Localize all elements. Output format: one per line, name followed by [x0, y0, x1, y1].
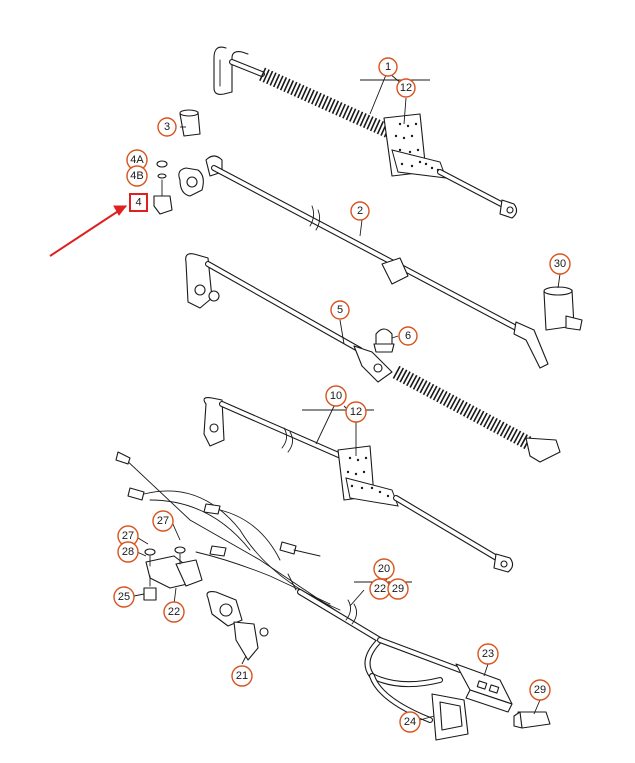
cap-part-3[interactable]: [179, 109, 201, 137]
svg-text:28: 28: [122, 546, 134, 558]
svg-text:27: 27: [122, 530, 134, 542]
svg-text:12: 12: [350, 406, 362, 418]
callout-29[interactable]: 29: [387, 578, 409, 600]
canister-part-30[interactable]: [543, 286, 583, 331]
svg-text:6: 6: [405, 330, 411, 342]
callout-24[interactable]: 24: [399, 711, 421, 733]
socket-part-24[interactable]: [431, 693, 469, 741]
svg-text:27: 27: [157, 515, 169, 527]
cable-part-1[interactable]: [213, 46, 518, 219]
wiring-harness-part-20[interactable]: [115, 451, 463, 723]
callout-30[interactable]: 30: [549, 253, 571, 275]
callout-22[interactable]: 22: [369, 578, 391, 600]
callout-6[interactable]: 6: [398, 326, 418, 346]
callout-4B[interactable]: 4B: [126, 165, 148, 187]
callout-1[interactable]: 1: [378, 57, 398, 77]
callout-22[interactable]: 22: [163, 601, 185, 623]
screw-set-part-4[interactable]: [153, 160, 173, 215]
svg-text:4B: 4B: [130, 170, 143, 182]
callout-28[interactable]: 28: [117, 541, 139, 563]
svg-text:29: 29: [534, 684, 546, 696]
svg-text:22: 22: [374, 583, 386, 595]
fuse-part-29[interactable]: [513, 711, 551, 729]
callout-25[interactable]: 25: [113, 586, 135, 608]
svg-text:10: 10: [330, 390, 342, 402]
callouts: 1 12 3 4A 4B 4 2 30 5 6 10 12 27 27 28 2…: [113, 57, 571, 733]
red-arrow: [49, 205, 127, 257]
callout-3[interactable]: 3: [157, 117, 177, 137]
svg-text:20: 20: [378, 563, 390, 575]
connector-part-23[interactable]: [455, 663, 513, 713]
callout-27[interactable]: 27: [152, 510, 174, 532]
svg-text:3: 3: [164, 121, 170, 133]
cable-part-2[interactable]: [178, 155, 549, 369]
svg-text:12: 12: [400, 82, 412, 94]
callout-4[interactable]: 4: [135, 197, 141, 209]
svg-text:25: 25: [118, 591, 130, 603]
callout-21[interactable]: 21: [231, 665, 253, 687]
bracket-part-22[interactable]: [143, 546, 203, 601]
svg-text:2: 2: [357, 205, 363, 217]
callout-12[interactable]: 12: [345, 401, 367, 423]
highlight-box: [129, 193, 148, 212]
callout-29[interactable]: 29: [529, 679, 551, 701]
callout-20[interactable]: 20: [373, 558, 395, 580]
svg-text:23: 23: [482, 648, 494, 660]
cable-part-5[interactable]: [185, 253, 561, 463]
highlight-marker: [49, 193, 148, 257]
svg-text:4: 4: [135, 197, 141, 209]
svg-text:22: 22: [168, 606, 180, 618]
clamp-part-21[interactable]: [206, 591, 269, 661]
callout-5[interactable]: 5: [330, 300, 350, 320]
cable-part-10[interactable]: [203, 397, 514, 573]
svg-text:21: 21: [236, 670, 248, 682]
nut-part-6[interactable]: [373, 328, 395, 353]
svg-text:5: 5: [337, 304, 343, 316]
svg-text:30: 30: [554, 258, 566, 270]
callout-12[interactable]: 12: [396, 78, 416, 98]
svg-text:24: 24: [404, 716, 416, 728]
callout-2[interactable]: 2: [350, 201, 370, 221]
callout-10[interactable]: 10: [325, 385, 347, 407]
callout-23[interactable]: 23: [477, 643, 499, 665]
svg-text:1: 1: [385, 61, 391, 73]
svg-text:4A: 4A: [130, 154, 144, 166]
svg-text:29: 29: [392, 583, 404, 595]
